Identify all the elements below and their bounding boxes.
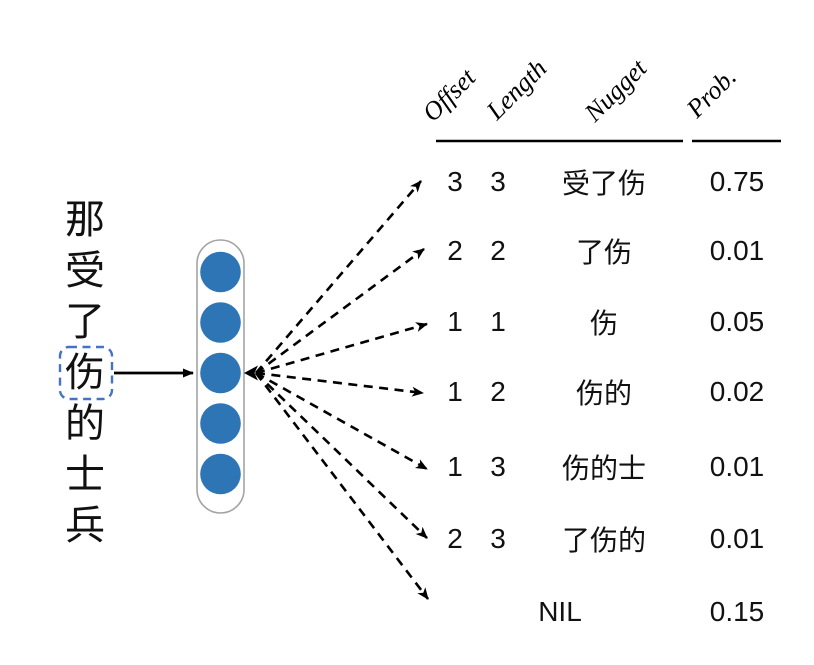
cell-prob: 0.15 bbox=[709, 596, 765, 627]
source-char: 那 bbox=[65, 196, 105, 243]
candidate-arrow bbox=[255, 180, 422, 374]
candidate-arrows bbox=[254, 180, 430, 600]
encoder-node bbox=[200, 251, 241, 293]
table-row: 1 3 伤的士 0.01 bbox=[0, 446, 814, 488]
table-row: 1 1 伤 0.05 bbox=[0, 301, 814, 343]
source-char: 的 bbox=[65, 400, 105, 447]
source-char: 兵 bbox=[65, 502, 105, 549]
highlight-box bbox=[58, 345, 114, 401]
cell-offset: 1 bbox=[447, 376, 463, 407]
cell-nugget: 伤的 bbox=[575, 378, 632, 409]
candidate-arrow bbox=[255, 322, 428, 375]
cell-offset: 1 bbox=[447, 306, 463, 337]
cell-nugget: 了伤的 bbox=[561, 525, 646, 556]
source-char: 了 bbox=[65, 298, 105, 345]
encoder-node bbox=[200, 403, 241, 444]
cell-offset: 3 bbox=[447, 166, 463, 197]
cell-length: 3 bbox=[490, 451, 506, 482]
cell-length: 3 bbox=[490, 166, 506, 197]
cell-length: 1 bbox=[490, 306, 506, 337]
cell-offset: 2 bbox=[447, 235, 463, 266]
cell-length: 2 bbox=[490, 235, 506, 266]
cell-nugget: 伤的士 bbox=[561, 453, 646, 484]
encoder-node bbox=[200, 302, 241, 343]
cell-prob: 0.75 bbox=[709, 166, 765, 197]
cell-offset: 2 bbox=[447, 523, 463, 554]
encoder-node bbox=[200, 352, 241, 394]
cell-offset bbox=[434, 591, 476, 633]
cell-nugget: 受了伤 bbox=[561, 168, 646, 199]
table-row: 2 2 了伤 0.01 bbox=[0, 230, 814, 272]
cell-length: 2 bbox=[490, 376, 506, 407]
table-row: 2 3 了伤的 0.01 bbox=[0, 518, 814, 560]
table-row: 1 2 伤的 0.02 bbox=[0, 371, 814, 413]
source-char: 士 bbox=[65, 451, 105, 498]
table-row-nil: NIL 0.15 bbox=[0, 591, 814, 633]
source-char: 受 bbox=[65, 247, 105, 294]
cell-prob: 0.01 bbox=[709, 235, 765, 266]
candidate-arrow bbox=[255, 371, 428, 471]
encoder-node bbox=[200, 453, 241, 495]
cell-prob: 0.01 bbox=[709, 523, 765, 554]
cell-nugget: 了伤 bbox=[575, 237, 632, 268]
source-sentence: 那 受 了 伤 的 士 兵 bbox=[56, 194, 114, 551]
cell-prob: 0.05 bbox=[709, 306, 765, 337]
table-row: 3 3 受了伤 0.75 bbox=[0, 161, 814, 203]
cell-offset: 1 bbox=[447, 451, 463, 482]
cell-nugget: 伤 bbox=[589, 308, 618, 339]
cell-prob: 0.02 bbox=[709, 376, 765, 407]
candidate-arrow bbox=[254, 372, 430, 600]
candidate-arrow bbox=[255, 372, 428, 539]
candidate-arrow bbox=[255, 247, 425, 375]
fan-origin-arrowhead bbox=[244, 365, 258, 381]
cell-prob: 0.01 bbox=[709, 451, 765, 482]
cell-nugget: NIL bbox=[538, 596, 582, 627]
candidate-arrow bbox=[255, 371, 424, 397]
cell-length: 3 bbox=[490, 523, 506, 554]
source-char-highlighted: 伤 bbox=[65, 349, 105, 396]
